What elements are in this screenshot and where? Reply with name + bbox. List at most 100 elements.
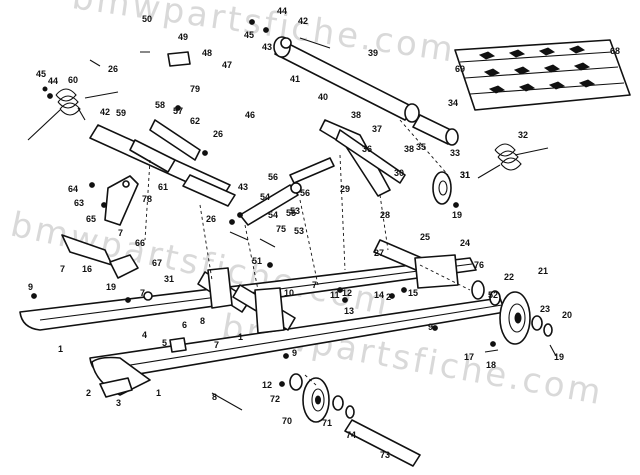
callout-c39: 39	[368, 48, 378, 58]
rear-wheel	[499, 291, 531, 345]
callout-c1c: 1	[156, 388, 161, 398]
callout-c19c: 19	[554, 352, 564, 362]
callout-c56a: 56	[268, 172, 278, 182]
callout-c59: 59	[116, 108, 126, 118]
callout-c78: 78	[142, 194, 152, 204]
idler-wheel-upper	[432, 171, 452, 205]
callout-c2b: 2	[86, 388, 91, 398]
callout-c26a: 26	[108, 64, 118, 74]
front-bracket	[104, 175, 139, 226]
callout-c70: 70	[282, 416, 292, 426]
callout-c42: 42	[298, 16, 308, 26]
callout-c43a: 43	[262, 42, 272, 52]
callout-c51: 51	[252, 256, 262, 266]
callout-c72: 72	[270, 394, 280, 404]
callout-c64: 64	[68, 184, 78, 194]
callout-c69: 69	[455, 64, 465, 74]
callout-c14: 14	[374, 290, 384, 300]
callout-c52: 52	[488, 290, 498, 300]
callout-c15: 15	[408, 288, 418, 298]
callout-c9b: 9	[428, 322, 433, 332]
callout-c44a: 44	[277, 6, 287, 16]
callout-c24: 24	[460, 238, 470, 248]
callout-c35: 35	[416, 142, 426, 152]
callout-c55: 55	[286, 208, 296, 218]
callout-c42b: 42	[100, 107, 110, 117]
callout-c58: 58	[155, 100, 165, 110]
callout-c31b: 31	[164, 274, 174, 284]
callout-c23: 23	[540, 304, 550, 314]
callout-c11: 11	[330, 290, 340, 300]
idler-wheel-lower	[302, 377, 330, 423]
callout-c65: 65	[86, 214, 96, 224]
callout-c34: 34	[448, 98, 458, 108]
callout-c32: 32	[518, 130, 528, 140]
callout-c19b: 19	[106, 282, 116, 292]
callout-c54b: 54	[268, 210, 278, 220]
callout-c50: 50	[142, 14, 152, 24]
callout-c4: 4	[142, 330, 147, 340]
front-arm-assembly	[89, 119, 236, 207]
callout-c73: 73	[380, 450, 390, 460]
rear-axle	[344, 419, 421, 467]
callout-c56b: 56	[300, 188, 310, 198]
callout-c43b: 43	[238, 182, 248, 192]
callout-c22: 22	[504, 272, 514, 282]
callout-c61: 61	[158, 182, 168, 192]
callout-c25: 25	[420, 232, 430, 242]
callout-c37: 37	[372, 124, 382, 134]
callout-c27: 27	[374, 248, 384, 258]
callout-c17: 17	[464, 352, 474, 362]
callout-c20: 20	[562, 310, 572, 320]
callout-c26c: 26	[206, 214, 216, 224]
rail-cross-members	[197, 239, 459, 334]
callout-c19a: 19	[452, 210, 462, 220]
right-torsion-spring	[477, 143, 549, 179]
callout-c66: 66	[135, 238, 145, 248]
callout-c79: 79	[190, 84, 200, 94]
callout-c54a: 54	[260, 192, 270, 202]
callout-c31a: 31	[460, 170, 470, 180]
callout-c6: 6	[182, 320, 187, 330]
callout-c71: 71	[322, 418, 332, 428]
callout-c8b: 8	[212, 392, 217, 402]
callout-c38b: 38	[404, 144, 414, 154]
callout-c45a: 45	[244, 30, 254, 40]
callout-c26b: 26	[213, 129, 223, 139]
callout-c62: 62	[190, 116, 200, 126]
callout-c45b: 45	[36, 69, 46, 79]
hardware-washers	[99, 37, 553, 419]
callout-c38a: 38	[351, 110, 361, 120]
callout-c44b: 44	[48, 76, 58, 86]
callout-c12a: 12	[342, 288, 352, 298]
callout-c75: 75	[276, 224, 286, 234]
callout-c46: 46	[245, 110, 255, 120]
callout-c7b: 7	[60, 264, 65, 274]
callout-c8a: 8	[200, 316, 205, 326]
callout-c3: 3	[116, 398, 121, 408]
callout-c40: 40	[318, 92, 328, 102]
callout-c76: 76	[474, 260, 484, 270]
callout-c57: 57	[173, 106, 183, 116]
callout-c9c: 9	[292, 348, 297, 358]
shock-absorber	[239, 157, 335, 226]
callout-c10: 10	[284, 288, 294, 298]
callout-c53: 53	[290, 206, 300, 216]
rear-arm-assembly	[319, 119, 406, 197]
callout-c48: 48	[202, 48, 212, 58]
callout-c7a: 7	[118, 228, 123, 238]
alignment-lines	[144, 119, 471, 386]
callout-c16: 16	[82, 264, 92, 274]
callout-c74: 74	[346, 430, 356, 440]
callout-c49: 49	[178, 32, 188, 42]
rear-shaft	[412, 114, 459, 146]
callout-c28: 28	[380, 210, 390, 220]
callout-c18: 18	[486, 360, 496, 370]
callout-c31c: 31	[460, 170, 470, 180]
bolts	[31, 19, 557, 411]
watermark-top: bmwpartsfiche.com	[70, 0, 459, 71]
callout-c13: 13	[344, 306, 354, 316]
callout-c7c: 7	[140, 288, 145, 298]
